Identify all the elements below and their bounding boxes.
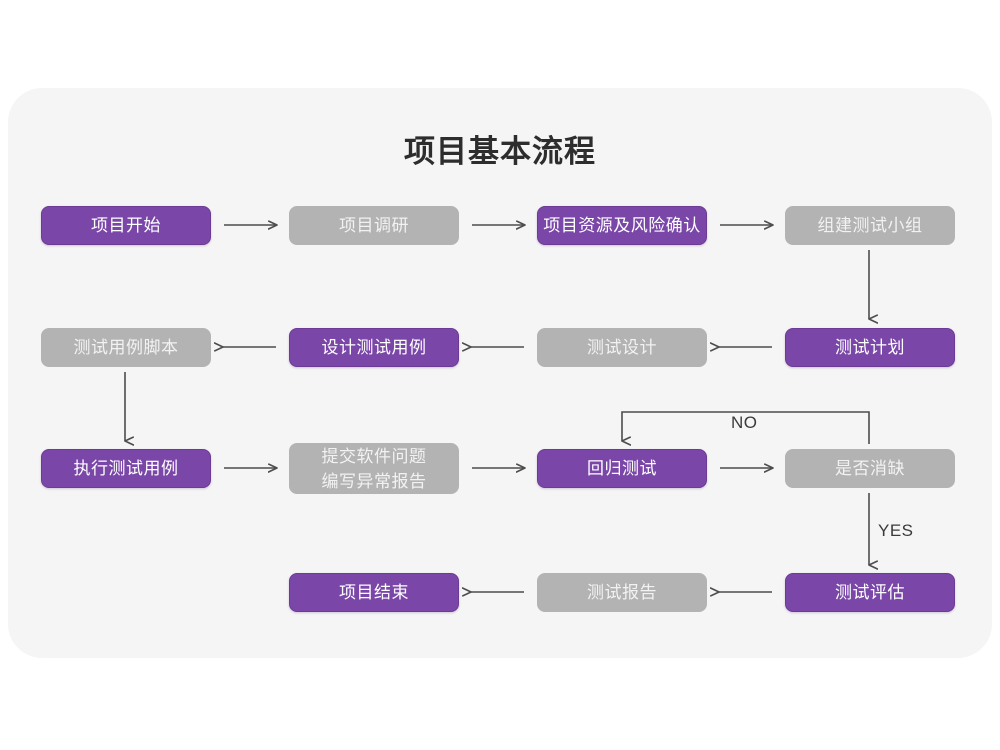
flow-node-project-start[interactable]: 项目开始: [41, 206, 211, 245]
flow-node-test-report[interactable]: 测试报告: [537, 573, 707, 612]
flow-node-design-test-case[interactable]: 设计测试用例: [289, 328, 459, 367]
flow-node-defect-cleared[interactable]: 是否消缺: [785, 449, 955, 488]
flow-node-test-plan[interactable]: 测试计划: [785, 328, 955, 367]
flow-node-test-case-script[interactable]: 测试用例脚本: [41, 328, 211, 367]
edge-label-yes: YES: [878, 521, 914, 540]
diagram-card: [8, 88, 992, 658]
flow-node-test-design[interactable]: 测试设计: [537, 328, 707, 367]
flow-node-project-end[interactable]: 项目结束: [289, 573, 459, 612]
flow-node-regression-test[interactable]: 回归测试: [537, 449, 707, 488]
edge-label-no: NO: [731, 413, 758, 432]
flow-node-execute-test-case[interactable]: 执行测试用例: [41, 449, 211, 488]
page-title: 项目基本流程: [404, 134, 596, 169]
flow-node-resource-risk-confirm[interactable]: 项目资源及风险确认: [537, 206, 707, 245]
flow-node-submit-issue-report[interactable]: 提交软件问题 编写异常报告: [289, 443, 459, 494]
flow-node-project-research[interactable]: 项目调研: [289, 206, 459, 245]
flow-node-build-test-team[interactable]: 组建测试小组: [785, 206, 955, 245]
flow-node-test-evaluation[interactable]: 测试评估: [785, 573, 955, 612]
